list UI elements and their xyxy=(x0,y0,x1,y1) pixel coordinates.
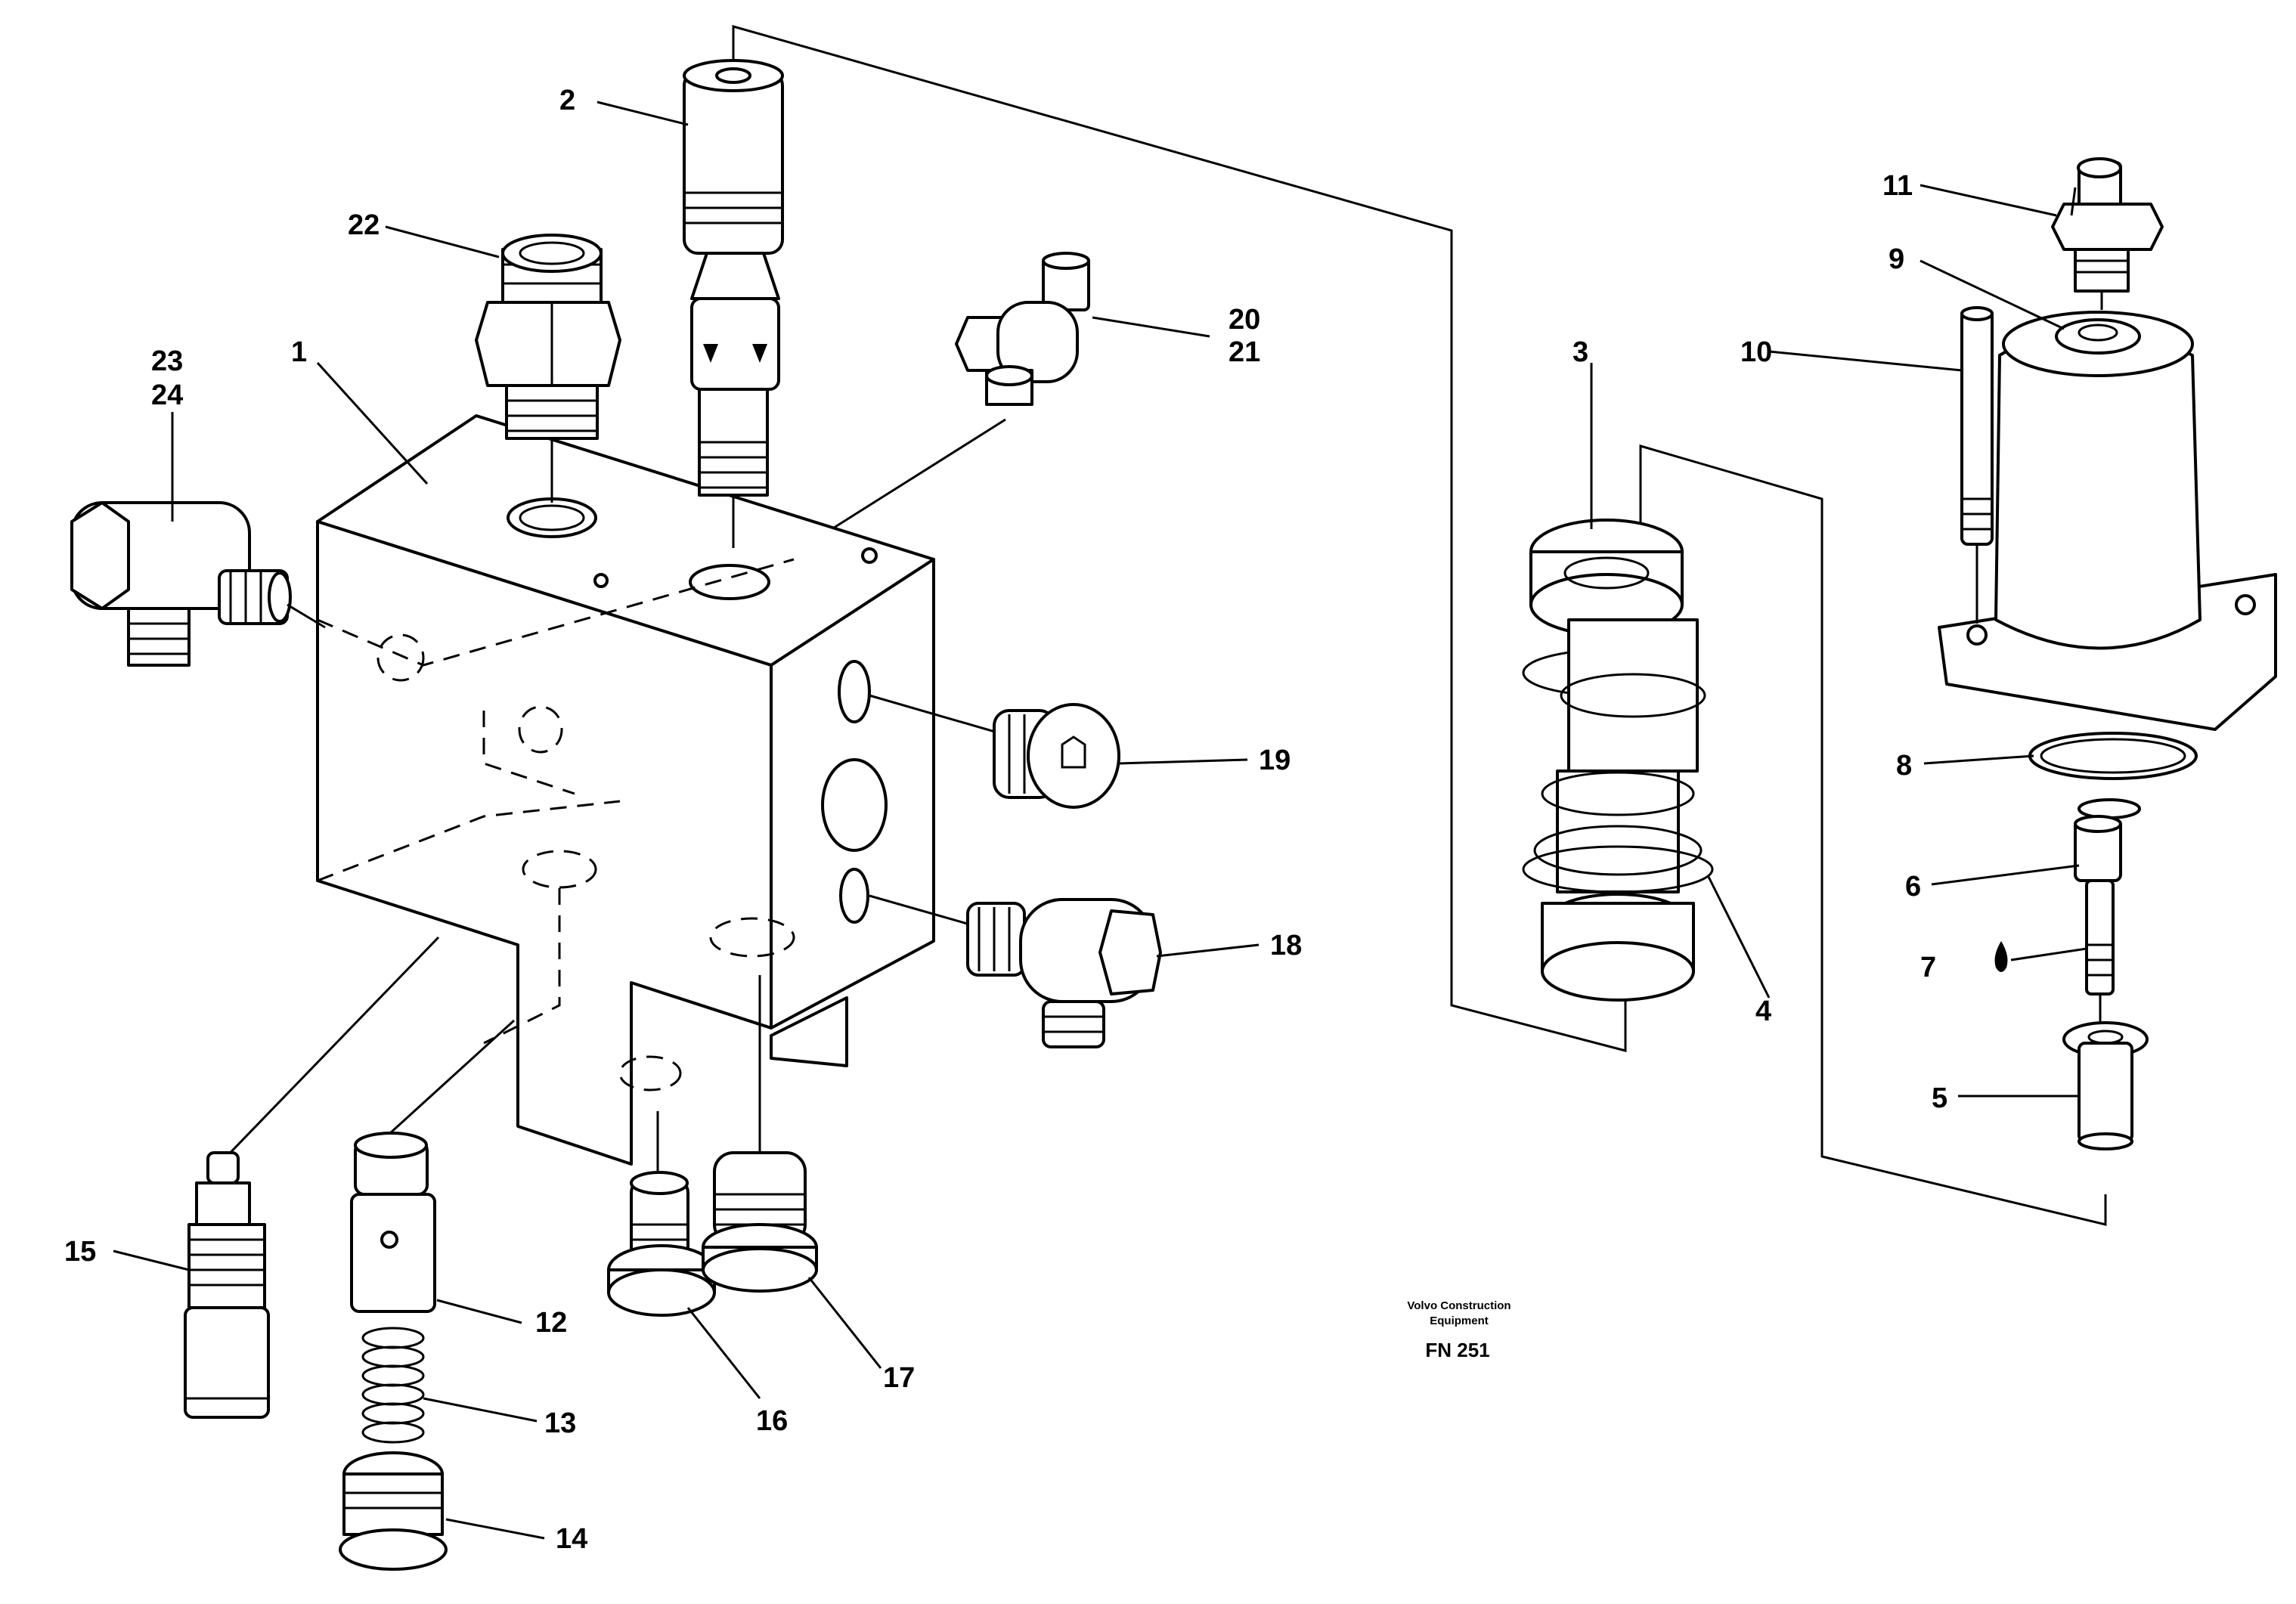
figure-code: FN 251 xyxy=(1425,1339,1489,1361)
callout-15: 15 xyxy=(64,1236,96,1268)
fitting-part-11 xyxy=(2051,157,2164,310)
callout-3: 3 xyxy=(1572,336,1588,368)
pin-part-6 xyxy=(2074,815,2122,1024)
fitting-part-23-24 xyxy=(70,501,326,667)
callout-10: 10 xyxy=(1740,336,1772,368)
callout-24: 24 xyxy=(151,379,183,411)
elbow-fitting-part-18 xyxy=(869,894,1162,1048)
bolt-part-10 xyxy=(1960,306,1994,624)
callout-2: 2 xyxy=(559,85,575,116)
spool-part-12 xyxy=(350,1132,436,1313)
callout-22: 22 xyxy=(348,209,380,241)
callout-14: 14 xyxy=(556,1523,587,1555)
elbow-fitting-part-20-21 xyxy=(955,252,1090,406)
callout-13: 13 xyxy=(544,1407,576,1439)
plug-part-17 xyxy=(702,975,818,1293)
plug-part-19 xyxy=(869,694,1120,809)
callout-9: 9 xyxy=(1889,243,1904,275)
callout-7: 7 xyxy=(1920,952,1936,983)
callout-12: 12 xyxy=(535,1307,567,1339)
sleeve-part-5 xyxy=(2062,1021,2149,1150)
callout-20: 20 xyxy=(1229,304,1260,336)
callout-leaders xyxy=(113,101,2087,1540)
fitting-part-22 xyxy=(475,234,621,503)
callout-11: 11 xyxy=(1882,170,1913,202)
valve-block-part-1 xyxy=(316,414,935,1166)
callout-1: 1 xyxy=(291,336,307,368)
callout-8: 8 xyxy=(1896,750,1912,782)
credit-line-2: Equipment xyxy=(1430,1314,1489,1327)
housing-part-9 xyxy=(1938,311,2277,731)
seal-ring-part-8 xyxy=(2028,732,2198,819)
callout-6: 6 xyxy=(1905,871,1921,903)
callout-labels: 1 2 3 4 5 6 7 8 9 10 11 12 13 14 15 16 1… xyxy=(64,85,1947,1555)
callout-18: 18 xyxy=(1270,930,1302,961)
glue-symbol-part-7 xyxy=(1994,941,2008,972)
plug-part-14 xyxy=(339,1451,448,1571)
credit-line-1: Volvo Construction xyxy=(1407,1299,1511,1312)
publisher-credit: Volvo Construction Equipment FN 251 xyxy=(1407,1299,1511,1361)
callout-17: 17 xyxy=(883,1362,915,1394)
plug-part-16 xyxy=(607,1111,716,1317)
callout-23: 23 xyxy=(151,345,183,377)
cartridge-part-2 xyxy=(683,59,784,548)
spool-part-3 xyxy=(1522,519,1714,1002)
callout-5: 5 xyxy=(1932,1082,1947,1114)
callout-16: 16 xyxy=(756,1405,788,1437)
callout-21: 21 xyxy=(1229,336,1260,368)
routing-lines xyxy=(218,25,2107,1226)
spring-part-13 xyxy=(361,1327,425,1444)
callout-19: 19 xyxy=(1259,745,1291,776)
cartridge-part-15 xyxy=(184,1151,270,1419)
callout-4: 4 xyxy=(1755,996,1771,1027)
